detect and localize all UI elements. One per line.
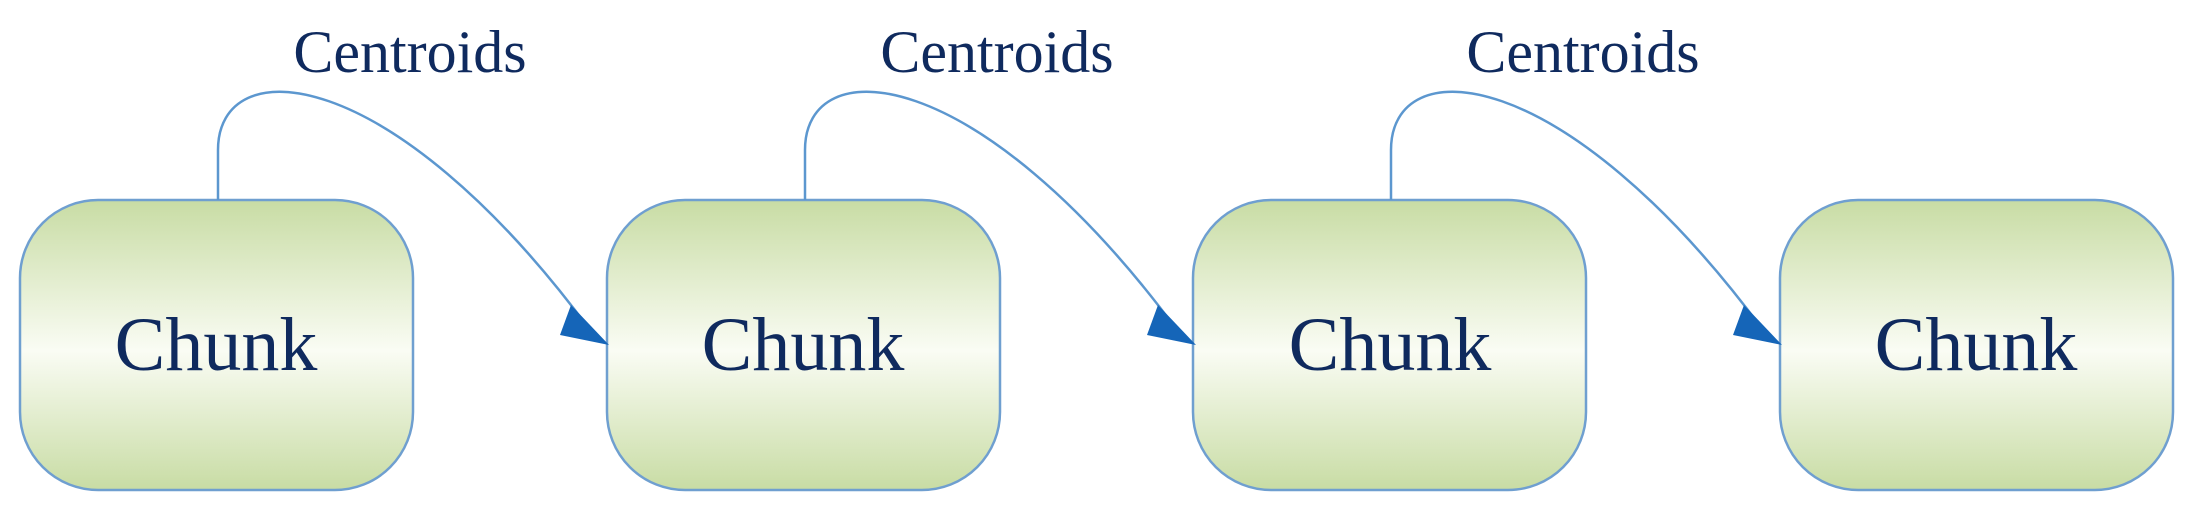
chunk-label: Chunk: [702, 303, 905, 387]
centroids-label: Centroids: [293, 19, 526, 85]
chunk-label: Chunk: [1289, 303, 1492, 387]
chunk-label: Chunk: [115, 303, 318, 387]
chunk-node: Chunk: [1191, 198, 1588, 492]
chunk-box: [1778, 198, 2175, 492]
chunk-node: Chunk: [18, 198, 415, 492]
chunk-box: [605, 198, 1002, 492]
arrowhead-icon: [1733, 305, 1782, 345]
chunk-node: Chunk: [1778, 198, 2175, 492]
chunk-node: Chunk: [605, 198, 1002, 492]
centroids-arrow: [216, 90, 592, 331]
centroids-link: Centroids: [216, 19, 609, 345]
chunk-label: Chunk: [1875, 303, 2078, 387]
arrowhead-icon: [1147, 305, 1196, 345]
chunk-box: [18, 198, 415, 492]
centroids-arrow: [803, 90, 1179, 331]
chunk-box: [1191, 198, 1588, 492]
centroids-label: Centroids: [880, 19, 1113, 85]
centroids-link: Centroids: [1389, 19, 1782, 345]
centroids-arrow: [1389, 90, 1765, 331]
arrowhead-icon: [560, 305, 609, 345]
centroids-link: Centroids: [803, 19, 1196, 345]
centroids-label: Centroids: [1466, 19, 1699, 85]
